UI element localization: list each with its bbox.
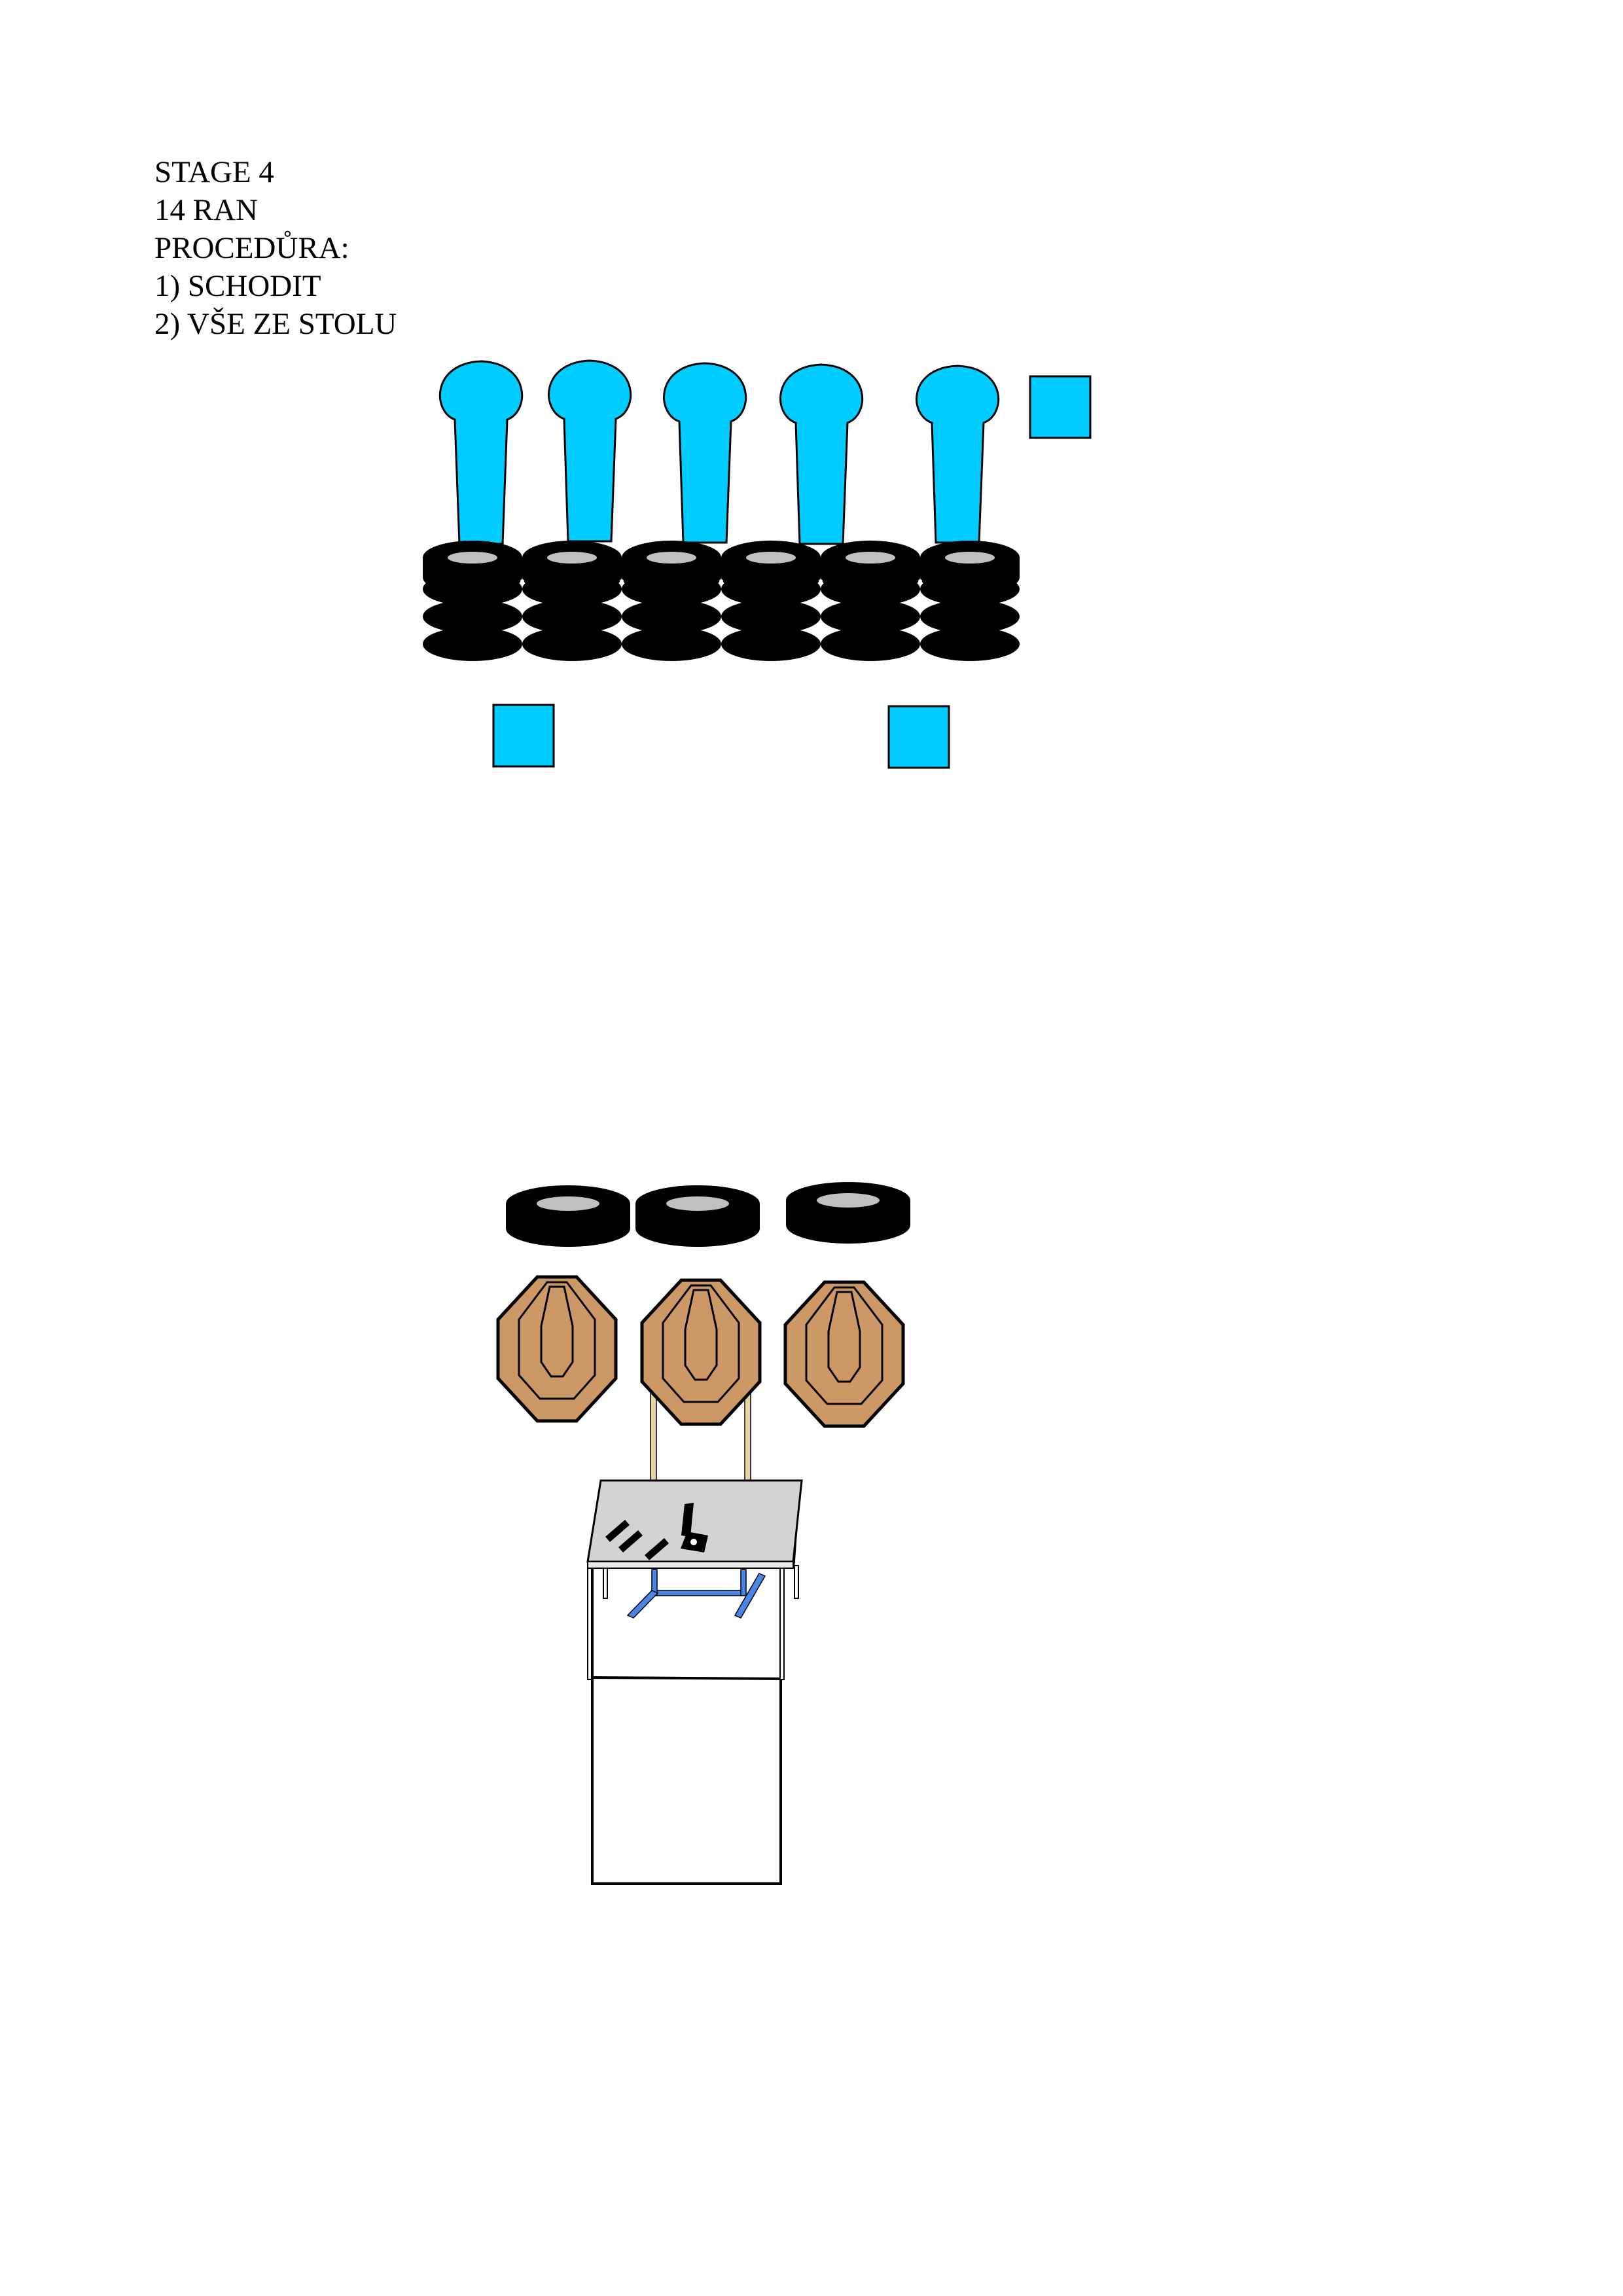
table (586, 1479, 803, 1680)
procedure-title: PROCEDŮRA: (154, 231, 349, 265)
steel-plate-bottom-left (492, 704, 555, 768)
tire-hole (448, 552, 497, 564)
shooting-box (591, 1562, 782, 1885)
tire-stack-4 (721, 541, 821, 661)
round-count: 14 RAN (154, 193, 258, 227)
tire-hole (846, 552, 895, 564)
steel-plate-top-right (1029, 375, 1092, 439)
popper-target-2 (548, 359, 632, 543)
stage-description: STAGE 4 14 RAN PROCEDŮRA: 1) SCHODIT 2) … (154, 153, 397, 343)
table-frame (626, 1569, 766, 1619)
tire-stack-2 (522, 541, 622, 661)
tire-stack-3 (622, 541, 721, 661)
tire-stack-1 (423, 541, 522, 661)
magazine-icon (605, 1520, 669, 1560)
popper-row (438, 359, 1000, 545)
tire-stack-5 (821, 541, 920, 661)
tire-hole (537, 1196, 599, 1211)
ipsc-target-2 (640, 1278, 762, 1426)
single-tire-1 (506, 1185, 630, 1247)
pistol-icon (681, 1503, 708, 1552)
tire-hole (945, 552, 995, 564)
steel-plate-bottom-right (887, 705, 950, 769)
ipsc-target-3 (783, 1280, 905, 1428)
popper-target-4 (779, 363, 864, 545)
popper-target-5 (916, 365, 1000, 544)
procedure-step-2: 2) VŠE ZE STOLU (154, 307, 397, 341)
single-tire-row (506, 1182, 910, 1247)
tire-hole (647, 552, 696, 564)
tire-wall (423, 541, 1020, 661)
ipsc-target-1 (496, 1275, 618, 1423)
procedure-step-1: 1) SCHODIT (154, 269, 321, 303)
tire-hole (547, 552, 597, 564)
single-tire-2 (635, 1185, 760, 1247)
popper-target-1 (438, 360, 524, 545)
single-tire-3 (786, 1182, 910, 1244)
tire-stack-6 (920, 541, 1020, 661)
popper-target-3 (663, 362, 747, 544)
tire-hole (817, 1193, 880, 1208)
tire-hole (746, 552, 796, 564)
tire-hole (666, 1196, 729, 1211)
stage-title: STAGE 4 (154, 155, 274, 189)
